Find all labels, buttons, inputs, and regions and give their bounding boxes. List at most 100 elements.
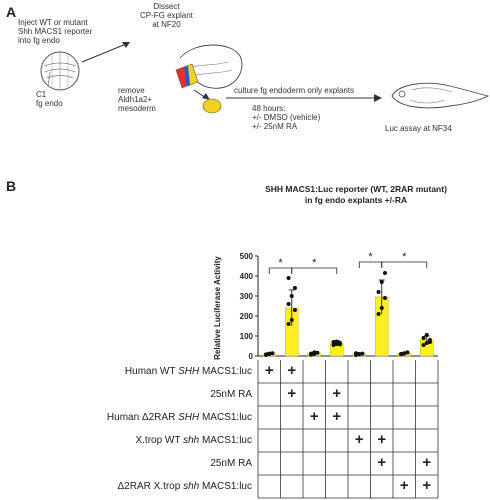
- condition-plus-mark: +: [422, 477, 432, 494]
- table-row-label: 25nM RA: [0, 458, 252, 469]
- row-label-text: Human Δ2RAR: [106, 412, 179, 423]
- significance-star: *: [312, 257, 317, 269]
- row-label-gene: shh: [183, 481, 200, 492]
- row-label-suffix: MACS1:luc: [199, 481, 252, 492]
- data-point: [309, 351, 314, 356]
- data-point: [382, 271, 387, 275]
- data-point: [357, 352, 362, 356]
- data-point: [376, 312, 381, 316]
- arrow-inject-to-dissect: [81, 42, 130, 63]
- data-point: [421, 343, 426, 347]
- y-tick-label: 100: [240, 332, 254, 341]
- data-point: [427, 340, 432, 344]
- condition-plus-mark: +: [332, 385, 342, 402]
- data-point: [402, 351, 407, 356]
- condition-plus-mark: +: [332, 408, 342, 425]
- row-label-text: 25nM RA: [210, 458, 252, 469]
- row-label-suffix: MACS1:luc: [199, 435, 252, 446]
- condition-plus-mark: +: [287, 385, 297, 402]
- tadpole-drawing: [391, 82, 490, 109]
- data-point: [312, 350, 317, 355]
- data-point: [379, 280, 384, 284]
- dissect-label: Dissect CP-FG explant at NF20: [140, 2, 193, 29]
- arrow-to-remove: [193, 89, 210, 100]
- panel-b-letter: B: [6, 178, 17, 194]
- table-row-label: Human WT SHH MACS1:luc: [0, 366, 252, 377]
- significance-star: *: [278, 257, 283, 269]
- data-point: [289, 294, 294, 298]
- significance-star: *: [368, 251, 373, 263]
- fg-endoderm-piece: [202, 98, 222, 114]
- row-label-text: 25nM RA: [210, 389, 252, 400]
- data-point: [399, 352, 404, 356]
- data-point: [315, 350, 320, 355]
- cpfg-explant-tissue: [175, 63, 199, 89]
- data-point: [267, 351, 272, 356]
- data-point: [286, 302, 291, 306]
- row-label-text: X.trop WT: [135, 435, 184, 446]
- condition-plus-mark: +: [264, 362, 274, 379]
- row-label-suffix: MACS1:luc: [199, 412, 252, 423]
- condition-plus-mark: +: [399, 477, 409, 494]
- row-label-suffix: MACS1:luc: [199, 366, 252, 377]
- data-point: [379, 306, 384, 310]
- data-point: [292, 308, 297, 312]
- remove-label: remove Aldh1a2+ mesoderm: [118, 86, 156, 113]
- significance-bracket: [381, 261, 428, 268]
- data-point: [331, 343, 336, 347]
- significance-brackets: * * * *: [268, 251, 428, 274]
- table-row-label: 25nM RA: [0, 389, 252, 400]
- arrow-culture: [226, 94, 382, 102]
- data-point: [270, 351, 275, 356]
- y-tick-label: 500: [240, 252, 254, 261]
- data-point: [360, 351, 365, 356]
- data-point: [337, 342, 342, 347]
- data-point: [424, 341, 429, 345]
- chart-title: SHH MACS1:Luc reporter (WT, 2RAR mutant)…: [265, 184, 447, 205]
- chart-bars: [262, 271, 434, 357]
- row-label-text: Human WT: [124, 366, 179, 377]
- data-point: [264, 352, 269, 357]
- row-label-gene: SHH: [178, 412, 200, 423]
- data-point: [331, 340, 336, 344]
- treatment-list: 48 hours: +/- DMSO (vehicle) +/- 25nM RA: [252, 104, 321, 131]
- significance-bracket: [291, 267, 338, 274]
- data-point: [286, 322, 291, 326]
- data-point: [289, 318, 294, 322]
- row-label-gene: shh: [183, 435, 200, 446]
- y-tick-label: 200: [240, 312, 254, 321]
- data-point: [286, 276, 291, 280]
- condition-plus-mark: +: [377, 431, 387, 448]
- y-tick-label: 0: [249, 352, 254, 361]
- data-point: [421, 336, 426, 340]
- embryo-drawing: [40, 51, 80, 91]
- condition-plus-mark: +: [287, 362, 297, 379]
- data-point: [292, 286, 297, 290]
- table-row-label: Δ2RAR X.trop shh MACS1:luc: [0, 481, 252, 492]
- data-point: [354, 351, 359, 356]
- condition-plus-mark: +: [377, 454, 387, 471]
- condition-plus-mark: +: [422, 454, 432, 471]
- inject-label: Inject WT or mutant Shh MACS1 reporter i…: [18, 18, 93, 45]
- data-point: [405, 350, 410, 355]
- table-grid: [257, 360, 439, 499]
- y-axis-label: Relative Luciferase Activity: [213, 256, 222, 360]
- row-label-text: Δ2RAR X.trop: [117, 481, 184, 492]
- luc-assay-label: Luc assay at NF34: [385, 124, 452, 133]
- table-row-label: Human Δ2RAR SHH MACS1:luc: [0, 412, 252, 423]
- panel-a-letter: A: [6, 4, 17, 20]
- data-point: [424, 333, 429, 337]
- condition-plus-mark: +: [354, 431, 364, 448]
- culture-label: culture fg endoderm only explants: [234, 86, 355, 95]
- row-label-gene: SHH: [178, 366, 200, 377]
- data-point: [382, 296, 387, 300]
- y-tick-label: 300: [240, 292, 254, 301]
- condition-plus-mark: +: [309, 408, 319, 425]
- data-point: [334, 339, 339, 344]
- c1-label: C1 fg endo: [36, 90, 63, 108]
- y-tick-label: 400: [240, 272, 254, 281]
- significance-star: *: [402, 251, 407, 263]
- condition-table: Human WT SHH MACS1:luc + +25nM RA + + Human Δ…: [0, 360, 490, 500]
- panel-a-illustration: [40, 42, 490, 114]
